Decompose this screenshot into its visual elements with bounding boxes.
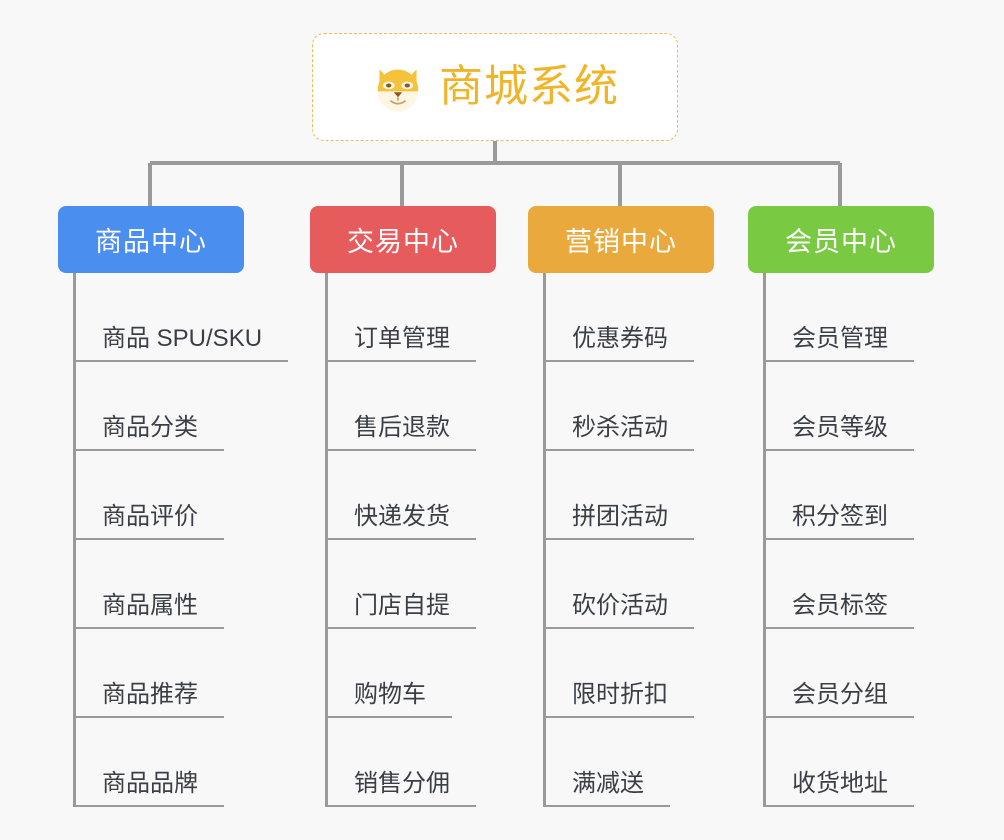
leaf-item-label: 售后退款	[325, 414, 476, 451]
root-node[interactable]: 商城系统	[312, 33, 678, 141]
leaf-item[interactable]: 拼团活动	[528, 451, 714, 540]
leaf-item-label: 会员分组	[763, 681, 914, 718]
leaf-item-label: 快递发货	[325, 503, 476, 540]
leaf-item[interactable]: 商品分类	[58, 362, 288, 451]
leaf-item[interactable]: 限时折扣	[528, 629, 714, 718]
branch-column-2: 交易中心订单管理售后退款快递发货门店自提购物车销售分佣	[310, 206, 496, 807]
leaf-item-label: 门店自提	[325, 592, 476, 629]
leaf-item-label: 商品 SPU/SKU	[73, 325, 289, 362]
leaf-item-label: 商品评价	[73, 503, 224, 540]
leaf-list-2: 订单管理售后退款快递发货门店自提购物车销售分佣	[310, 273, 496, 807]
leaf-item[interactable]: 会员标签	[748, 540, 934, 629]
leaf-list-1: 商品 SPU/SKU 商品分类商品评价商品属性商品推荐商品品牌	[58, 273, 289, 807]
leaf-item-label: 商品分类	[73, 414, 224, 451]
leaf-item[interactable]: 商品推荐	[58, 629, 288, 718]
leaf-item[interactable]: 优惠券码	[528, 273, 714, 362]
leaf-item[interactable]: 商品品牌	[58, 718, 288, 807]
leaf-item[interactable]: 收货地址	[748, 718, 934, 807]
branch-column-4: 会员中心会员管理会员等级积分签到会员标签会员分组收货地址	[748, 206, 934, 807]
leaf-item-label: 收货地址	[763, 770, 914, 807]
leaf-list-4: 会员管理会员等级积分签到会员标签会员分组收货地址	[748, 273, 934, 807]
leaf-item-label: 商品推荐	[73, 681, 224, 718]
leaf-item[interactable]: 积分签到	[748, 451, 934, 540]
leaf-item-label: 销售分佣	[325, 770, 476, 807]
root-title: 商城系统	[439, 62, 619, 111]
leaf-item-label: 积分签到	[763, 503, 914, 540]
leaf-item-label: 商品属性	[73, 592, 224, 629]
leaf-item[interactable]: 购物车	[310, 629, 496, 718]
branch-header-2[interactable]: 交易中心	[310, 206, 496, 273]
leaf-item-label: 优惠券码	[543, 325, 694, 362]
leaf-item[interactable]: 会员管理	[748, 273, 934, 362]
branch-header-1[interactable]: 商品中心	[58, 206, 244, 273]
leaf-item[interactable]: 订单管理	[310, 273, 496, 362]
branch-column-1: 商品中心商品 SPU/SKU 商品分类商品评价商品属性商品推荐商品品牌	[58, 206, 289, 807]
leaf-item-label: 限时折扣	[543, 681, 694, 718]
leaf-item-label: 秒杀活动	[543, 414, 694, 451]
leaf-item-label: 会员管理	[763, 325, 914, 362]
leaf-item[interactable]: 商品 SPU/SKU	[58, 273, 289, 362]
branch-column-3: 营销中心优惠券码秒杀活动拼团活动砍价活动限时折扣满减送	[528, 206, 714, 807]
leaf-item[interactable]: 门店自提	[310, 540, 496, 629]
leaf-item-label: 会员标签	[763, 592, 914, 629]
branch-header-4[interactable]: 会员中心	[748, 206, 934, 273]
leaf-item-label: 购物车	[325, 681, 452, 718]
leaf-item[interactable]: 会员等级	[748, 362, 934, 451]
leaf-item-label: 拼团活动	[543, 503, 694, 540]
leaf-item-label: 订单管理	[325, 325, 476, 362]
leaf-item-label: 砍价活动	[543, 592, 694, 629]
leaf-item-label: 满减送	[543, 770, 670, 807]
leaf-item[interactable]: 售后退款	[310, 362, 496, 451]
leaf-item-label: 商品品牌	[73, 770, 224, 807]
leaf-list-3: 优惠券码秒杀活动拼团活动砍价活动限时折扣满减送	[528, 273, 714, 807]
leaf-item[interactable]: 会员分组	[748, 629, 934, 718]
leaf-item[interactable]: 快递发货	[310, 451, 496, 540]
leaf-item[interactable]: 商品评价	[58, 451, 288, 540]
leaf-item[interactable]: 满减送	[528, 718, 714, 807]
leaf-item[interactable]: 砍价活动	[528, 540, 714, 629]
leaf-item[interactable]: 销售分佣	[310, 718, 496, 807]
leaf-item[interactable]: 秒杀活动	[528, 362, 714, 451]
leaf-item-label: 会员等级	[763, 414, 914, 451]
shiba-dog-face-icon	[377, 69, 419, 112]
branch-header-3[interactable]: 营销中心	[528, 206, 714, 273]
leaf-item[interactable]: 商品属性	[58, 540, 288, 629]
